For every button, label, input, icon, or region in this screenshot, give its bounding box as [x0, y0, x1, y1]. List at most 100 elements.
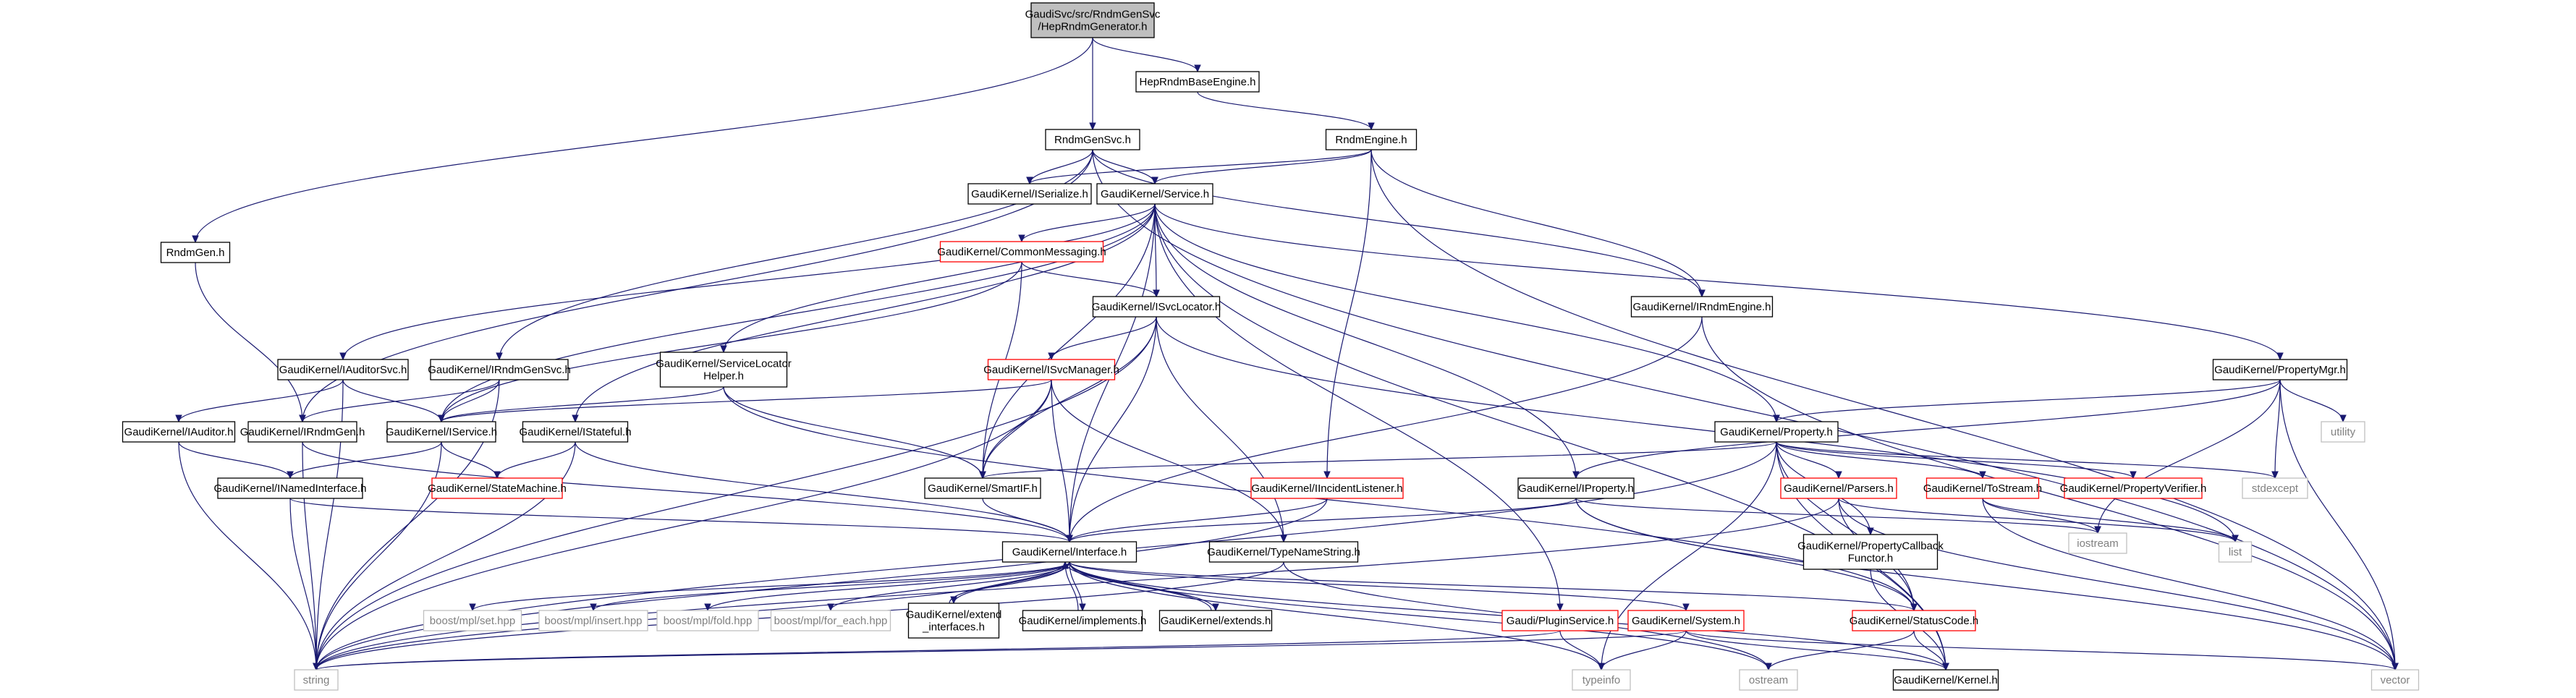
node-service[interactable]: GaudiKernel/Service.h — [1096, 183, 1213, 205]
edge-servicelocatorhelper-to-iservice — [438, 386, 724, 423]
node-label: GaudiKernel/PropertyMgr.h — [2214, 364, 2346, 376]
node-box — [1158, 610, 1273, 631]
node-isvclocator[interactable]: GaudiKernel/ISvcLocator.h — [1092, 296, 1221, 318]
edge-root-to-rndmgen — [192, 37, 1093, 244]
node-box — [2218, 541, 2253, 563]
node-mplforeach: boost/mpl/for_each.hpp — [770, 610, 891, 631]
node-statemachine[interactable]: GaudiKernel/StateMachine.h — [428, 477, 567, 499]
node-box — [247, 421, 357, 443]
node-root[interactable]: GaudiSvc/src/RndmGenSvc/HepRndmGenerator… — [1025, 2, 1161, 38]
node-rndmgen[interactable]: RndmGen.h — [160, 242, 231, 263]
node-propertymgr[interactable]: GaudiKernel/PropertyMgr.h — [2212, 359, 2348, 380]
node-irndmgen[interactable]: GaudiKernel/IRndmGen.h — [240, 421, 365, 443]
node-box — [160, 242, 231, 263]
edge-rndmengine-to-iincidentlistener — [1323, 149, 1372, 480]
node-heprndmbaseengine[interactable]: HepRndmBaseEngine.h — [1135, 71, 1260, 93]
node-inamedinterface[interactable]: GaudiKernel/INamedInterface.h — [214, 477, 367, 499]
edge-rndmengine-to-service — [1151, 149, 1372, 185]
node-pluginservice[interactable]: Gaudi/PluginService.h — [1501, 610, 1619, 631]
node-box — [656, 610, 759, 631]
node-typenamestring[interactable]: GaudiKernel/TypeNameString.h — [1207, 541, 1360, 563]
node-box — [538, 610, 648, 631]
edge-interface-to-implements — [1069, 561, 1086, 612]
node-label: GaudiKernel/Interface.h — [1012, 546, 1127, 558]
edge-property-to-typeinfo — [1598, 441, 1777, 671]
node-label: GaudiKernel/extend — [906, 609, 1002, 621]
node-parsers[interactable]: GaudiKernel/Parsers.h — [1780, 477, 1897, 499]
node-statuscode[interactable]: GaudiKernel/StatusCode.h — [1850, 610, 1978, 631]
edge-property-to-tostream — [1776, 441, 1986, 480]
node-mplset: boost/mpl/set.hpp — [423, 610, 522, 631]
node-box — [907, 603, 1000, 639]
edge-inamedinterface-to-interface — [289, 498, 1073, 543]
node-iserialize[interactable]: GaudiKernel/ISerialize.h — [967, 183, 1092, 205]
edge-iservice-to-inamedinterface — [287, 441, 442, 480]
node-label: GaudiKernel/ToStream.h — [1923, 482, 2042, 495]
node-system[interactable]: GaudiKernel/System.h — [1627, 610, 1745, 631]
node-tostream[interactable]: GaudiKernel/ToStream.h — [1923, 477, 2042, 499]
node-box — [2068, 532, 2127, 554]
node-label: Functor.h — [1848, 553, 1894, 565]
node-label: GaudiKernel/ServiceLocator — [656, 358, 792, 370]
edge-iauditor-to-string — [178, 441, 320, 671]
edge-root-to-rndmgensvc — [1089, 38, 1096, 131]
node-label: iostream — [2077, 537, 2119, 550]
edge-tostream-to-list — [1982, 498, 2239, 543]
node-label: GaudiKernel/StateMachine.h — [428, 482, 567, 495]
edge-property-to-propertyverifier — [1776, 441, 2137, 480]
node-box — [522, 421, 629, 443]
node-rndmgensvc[interactable]: RndmGenSvc.h — [1045, 129, 1140, 150]
edge-propertymgr-to-iostream — [2094, 379, 2281, 535]
node-implements[interactable]: GaudiKernel/implements.h — [1019, 610, 1147, 631]
node-kernel[interactable]: GaudiKernel/Kernel.h — [1892, 669, 1999, 691]
node-rndmengine[interactable]: RndmEngine.h — [1325, 129, 1418, 150]
node-label: GaudiKernel/ISerialize.h — [971, 188, 1088, 200]
node-irndmgensvc[interactable]: GaudiKernel/IRndmGenSvc.h — [428, 359, 571, 380]
edge-servicelocatorhelper-to-smartif — [723, 386, 986, 480]
node-property[interactable]: GaudiKernel/Property.h — [1714, 421, 1839, 443]
node-irndmengine[interactable]: GaudiKernel/IRndmEngine.h — [1630, 296, 1774, 318]
node-iauditor[interactable]: GaudiKernel/IAuditor.h — [122, 421, 236, 443]
node-label: GaudiKernel/IIncidentListener.h — [1251, 482, 1402, 495]
node-isvcmanager[interactable]: GaudiKernel/ISvcManager.h — [983, 359, 1119, 380]
node-box — [1627, 610, 1745, 631]
node-extendinterfaces[interactable]: GaudiKernel/extend_interfaces.h — [906, 603, 1002, 639]
node-istateful[interactable]: GaudiKernel/IStateful.h — [519, 421, 632, 443]
node-label: GaudiKernel/PropertyCallback — [1797, 540, 1944, 553]
node-vector: vector — [2370, 669, 2420, 691]
node-box — [1501, 610, 1619, 631]
edge-rndmgen-to-irndmgen — [195, 262, 306, 423]
node-propertyverifier[interactable]: GaudiKernel/PropertyVerifier.h — [2060, 477, 2207, 499]
edge-iincidentlistener-to-interface — [1066, 498, 1328, 543]
node-interface[interactable]: GaudiKernel/Interface.h — [1001, 541, 1137, 563]
node-smartif[interactable]: GaudiKernel/SmartIF.h — [924, 477, 1041, 499]
node-iauditorsvc[interactable]: GaudiKernel/IAuditorSvc.h — [277, 359, 409, 380]
node-iincidentlistener[interactable]: GaudiKernel/IIncidentListener.h — [1250, 477, 1404, 499]
edge-service-to-commonmessaging — [1018, 203, 1156, 243]
edge-rndmgensvc-to-iserialize — [1026, 149, 1093, 185]
nodes-layer: GaudiSvc/src/RndmGenSvc/HepRndmGenerator… — [122, 2, 2420, 691]
edge-property-to-parsers — [1776, 441, 1842, 480]
node-label: /HepRndmGenerator.h — [1038, 21, 1148, 33]
edge-smartif-to-interface — [982, 498, 1073, 543]
edge-iproperty-to-vector — [1575, 498, 2399, 671]
node-label: boost/mpl/set.hpp — [430, 615, 515, 627]
edge-isvclocator-to-smartif — [979, 316, 1157, 480]
edge-property-to-smartif — [979, 441, 1777, 480]
node-label: GaudiKernel/INamedInterface.h — [214, 482, 367, 495]
node-extends[interactable]: GaudiKernel/extends.h — [1158, 610, 1273, 631]
node-iproperty[interactable]: GaudiKernel/IProperty.h — [1517, 477, 1635, 499]
node-label: GaudiKernel/Parsers.h — [1784, 482, 1894, 495]
edge-iproperty-to-iostream — [1575, 498, 2101, 535]
edge-iauditorsvc-to-iauditor — [175, 379, 344, 423]
edge-extends-to-interface — [1062, 561, 1212, 611]
node-label: GaudiKernel/IRndmGen.h — [240, 426, 365, 438]
node-box — [294, 669, 339, 691]
edge-interface-to-statuscode — [1069, 561, 1918, 612]
node-commonmessaging[interactable]: GaudiKernel/CommonMessaging.h — [937, 241, 1106, 263]
node-iservice[interactable]: GaudiKernel/IService.h — [386, 421, 497, 443]
node-box — [1250, 477, 1404, 499]
